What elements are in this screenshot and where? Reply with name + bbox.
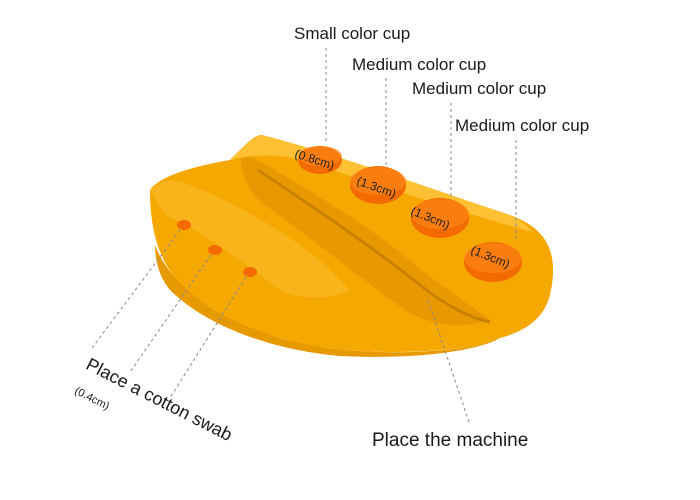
swab-hole-2 [208, 245, 222, 255]
swab-hole-1 [177, 220, 191, 230]
medium-cup-3-label: Medium color cup [455, 116, 590, 135]
leader-lines [91, 48, 517, 426]
machine-label: Place the machine [372, 430, 529, 451]
groove-shadow [257, 168, 491, 324]
leader-machine [427, 299, 471, 426]
holder-front-edge [155, 245, 500, 357]
cotton-swab-holes [177, 220, 257, 277]
machine-groove [240, 150, 490, 326]
holder-left-ridge [150, 180, 350, 298]
medium-cup-1-label: Medium color cup [352, 55, 487, 74]
medium-color-cup-2 [411, 198, 469, 238]
medium-cup-2-label: Medium color cup [412, 79, 547, 98]
medium-color-cup-3 [464, 242, 522, 282]
small-cup-label: Small color cup [294, 24, 411, 43]
small-color-cup [298, 146, 342, 174]
medium-color-cup-1 [350, 166, 406, 204]
swab-hole-3 [243, 267, 257, 277]
leader-swab-1 [91, 229, 181, 349]
